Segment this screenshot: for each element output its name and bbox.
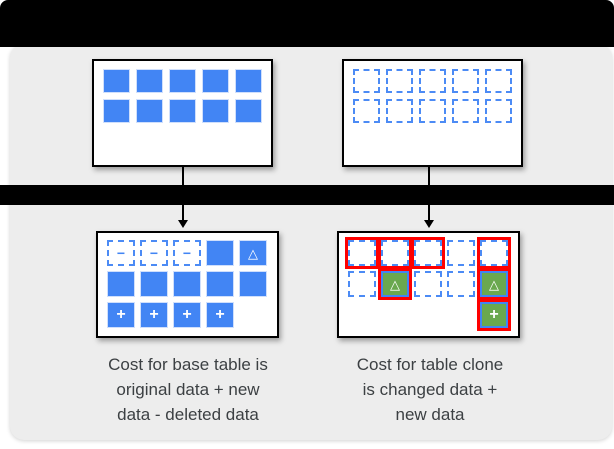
cell-solid xyxy=(235,69,262,93)
cell-dashed-minus: − xyxy=(107,240,135,266)
middle-black-bar xyxy=(0,185,614,205)
clone-table-arrow-head-icon xyxy=(424,220,434,228)
delta-symbol: △ xyxy=(248,245,258,261)
clone-table-caption-line-2: is changed data + xyxy=(362,380,498,399)
plus-symbol: + xyxy=(182,305,192,323)
cell-red-dashed xyxy=(348,240,376,266)
cell-dashed xyxy=(447,240,475,266)
base-table-original-grid xyxy=(94,61,271,123)
cell-solid xyxy=(239,271,267,297)
base-table-caption-line-3: data - deleted data xyxy=(117,405,259,424)
base-table-arrow-line xyxy=(182,166,184,221)
cell-dashed-minus: − xyxy=(173,240,201,266)
cell-solid xyxy=(235,99,262,123)
cell-solid-delta: △ xyxy=(239,240,267,266)
plus-symbol: + xyxy=(149,305,159,323)
cell-solid-plus: + xyxy=(173,302,201,328)
clone-table-caption-line-1: Cost for table clone xyxy=(356,355,504,374)
plus-symbol: + xyxy=(489,305,499,323)
delta-symbol: △ xyxy=(489,276,499,292)
minus-symbol: − xyxy=(116,245,126,261)
cell-solid xyxy=(206,240,234,266)
cell-solid xyxy=(136,69,163,93)
cell-solid xyxy=(140,271,168,297)
clone-table-after-box: △ △ + xyxy=(337,231,520,338)
cell-dashed-minus: − xyxy=(140,240,168,266)
clone-table-after-grid: △ △ + xyxy=(339,233,518,328)
top-black-bar xyxy=(0,0,614,47)
clone-table-original-box xyxy=(342,59,523,167)
cell-solid xyxy=(169,69,196,93)
cell-dashed xyxy=(386,69,413,93)
cell-solid xyxy=(103,69,130,93)
clone-table-original-grid xyxy=(344,61,521,123)
cell-solid xyxy=(136,99,163,123)
plus-symbol: + xyxy=(215,305,225,323)
base-table-original-box xyxy=(92,59,273,167)
cell-solid xyxy=(173,271,201,297)
base-table-arrow-head-icon xyxy=(178,220,188,228)
cell-red-green-delta: △ xyxy=(381,271,409,297)
cell-red-dashed xyxy=(414,240,442,266)
cell-solid-plus: + xyxy=(140,302,168,328)
cell-dashed xyxy=(452,99,479,123)
cell-dashed xyxy=(419,99,446,123)
cell-red-dashed xyxy=(480,240,508,266)
plus-symbol: + xyxy=(116,305,126,323)
cell-dashed xyxy=(452,69,479,93)
cell-solid xyxy=(206,271,234,297)
cell-solid-plus: + xyxy=(107,302,135,328)
cell-dashed xyxy=(485,99,512,123)
cell-solid xyxy=(103,99,130,123)
base-table-caption: Cost for base table is original data + n… xyxy=(76,352,300,427)
cell-solid xyxy=(202,69,229,93)
cell-dashed xyxy=(348,271,376,297)
cell-dashed xyxy=(447,271,475,297)
clone-table-arrow-line xyxy=(428,166,430,221)
cell-dashed xyxy=(414,271,442,297)
clone-table-caption: Cost for table clone is changed data + n… xyxy=(330,352,530,427)
cell-dashed xyxy=(419,69,446,93)
minus-symbol: − xyxy=(182,245,192,261)
cell-red-dashed xyxy=(381,240,409,266)
base-table-after-box: − − − △ + + + + xyxy=(96,231,279,338)
minus-symbol: − xyxy=(149,245,159,261)
cell-dashed xyxy=(386,99,413,123)
cell-dashed xyxy=(353,99,380,123)
cell-dashed xyxy=(485,69,512,93)
clone-table-caption-line-3: new data xyxy=(395,405,465,424)
base-table-caption-line-1: Cost for base table is xyxy=(108,355,268,374)
cell-solid xyxy=(202,99,229,123)
cell-solid xyxy=(107,271,135,297)
cell-dashed xyxy=(353,69,380,93)
cell-solid xyxy=(169,99,196,123)
delta-symbol: △ xyxy=(390,276,400,292)
cell-red-green-delta: △ xyxy=(480,271,508,297)
cell-red-green-plus: + xyxy=(480,302,508,328)
base-table-caption-line-2: original data + new xyxy=(116,380,260,399)
cell-solid-plus: + xyxy=(206,302,234,328)
base-table-after-grid: − − − △ + + + + xyxy=(98,233,277,328)
